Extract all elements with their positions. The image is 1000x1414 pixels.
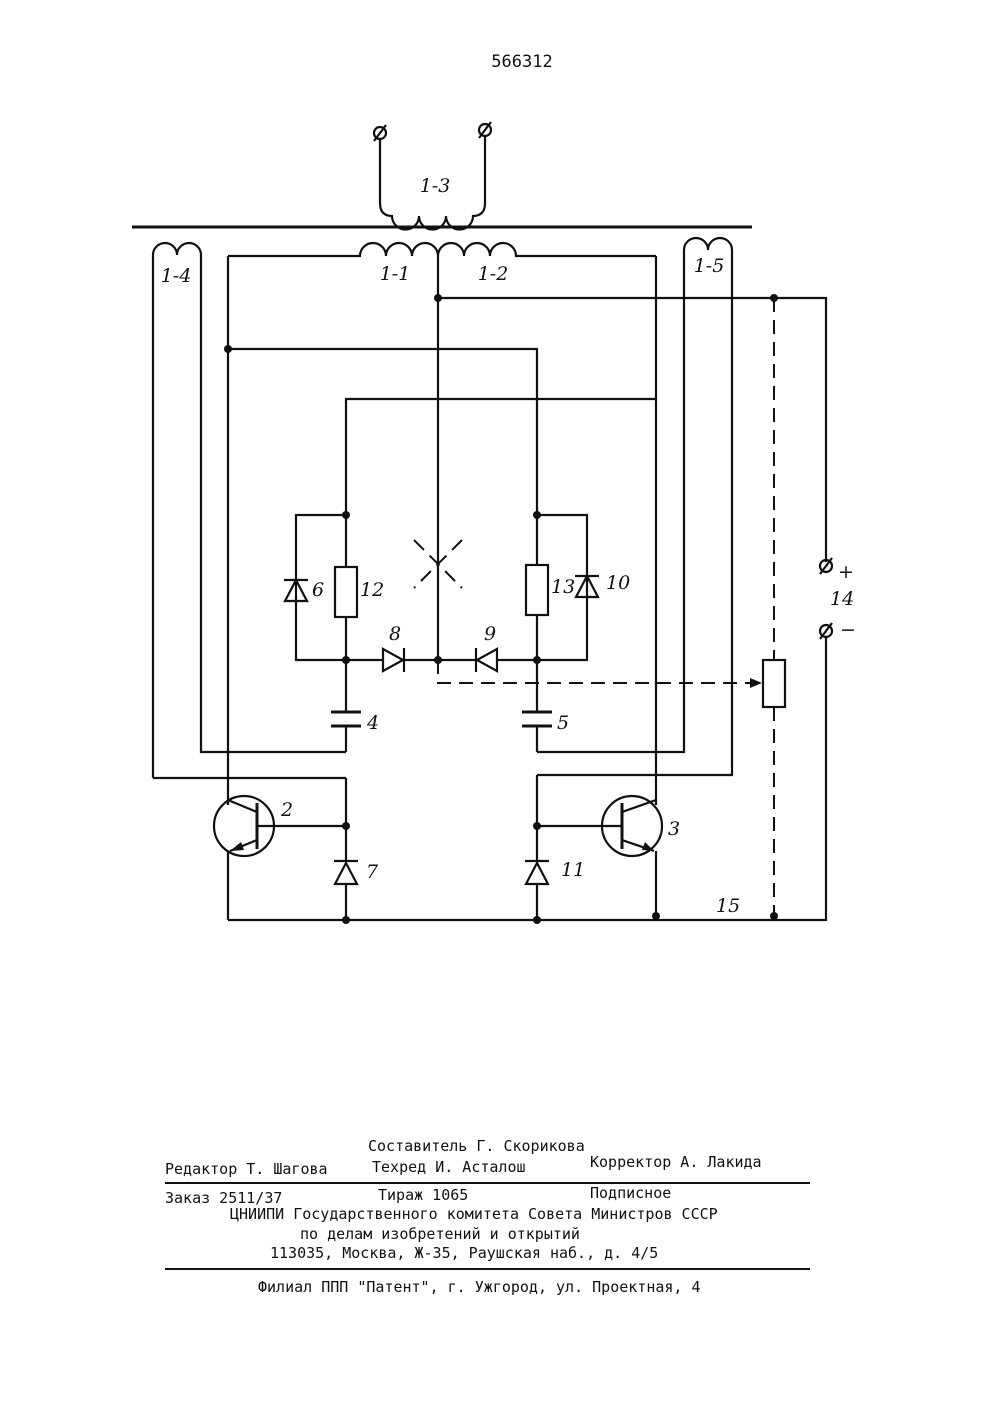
winding-1-3-terminal-left [374, 125, 386, 141]
footer-compiler: Составитель Г. Скорикова [368, 1137, 585, 1155]
label-resistor-12: 12 [360, 579, 384, 601]
footer-branch: Филиал ППП "Патент", г. Ужгород, ул. Про… [258, 1278, 701, 1296]
label-diode-10: 10 [606, 572, 630, 594]
label-winding-1-2: 1-2 [478, 263, 509, 285]
capacitor-4 [331, 712, 361, 726]
label-winding-1-4: 1-4 [161, 265, 192, 287]
label-plus: + [838, 561, 854, 583]
footer-org-line1: ЦНИИПИ Государственного комитета Совета … [230, 1205, 718, 1223]
diode-11 [525, 861, 549, 884]
footer-editor: Редактор Т. Шагова [165, 1160, 328, 1178]
label-diode-8: 8 [389, 623, 401, 645]
winding-1-4 [153, 243, 346, 778]
footer-rule-top [165, 1182, 810, 1184]
label-winding-1-3: 1-3 [420, 175, 451, 197]
label-winding-1-1: 1-1 [380, 263, 411, 285]
footer-address: 113035, Москва, Ж-35, Раушская наб., д. … [270, 1244, 658, 1262]
label-diode-7: 7 [366, 861, 379, 883]
diode-7 [334, 861, 358, 884]
winding-1-2 [438, 243, 656, 256]
label-minus: − [840, 619, 856, 641]
footer-corrector: Корректор А. Лакида [590, 1153, 762, 1171]
label-capacitor-4: 4 [366, 712, 379, 734]
label-winding-1-5: 1-5 [694, 255, 725, 277]
variable-resistor [763, 660, 785, 707]
diode-9 [476, 648, 497, 672]
terminal-minus [820, 623, 832, 639]
diode-8 [383, 648, 404, 672]
label-transistor-3: 3 [668, 818, 680, 840]
winding-1-5 [537, 238, 732, 775]
wire-to-plus [438, 298, 826, 562]
label-transistor-2: 2 [280, 799, 293, 821]
patent-number: 566312 [491, 52, 552, 72]
winding-1-3-terminal-right [479, 122, 491, 138]
winding-1-1 [228, 243, 438, 256]
footer-subscription: Подписное [590, 1184, 671, 1202]
label-diode-11: 11 [561, 859, 585, 881]
footer-techred: Техред И. Асталош [372, 1158, 526, 1176]
label-line-15: 15 [716, 895, 740, 917]
circuit-diagram: 566312 1-3 1-1 1-2 1-4 1-5 [0, 0, 1000, 1000]
resistor-12 [335, 567, 357, 617]
wire-cross-left-to-right [228, 349, 537, 515]
label-capacitor-5: 5 [557, 712, 569, 734]
arrow-head-control [750, 678, 762, 688]
capacitor-5 [522, 712, 552, 726]
label-terminals-14: 14 [830, 588, 854, 610]
footer-org-line2: по делам изобретений и открытий [300, 1225, 580, 1243]
label-resistor-13: 13 [551, 576, 575, 598]
resistor-13 [526, 565, 548, 615]
junction-dots [224, 294, 778, 924]
footer-circulation: Тираж 1065 [378, 1186, 468, 1204]
wire-base-2 [153, 778, 346, 920]
label-diode-6: 6 [312, 579, 324, 601]
footer-rule-bottom [165, 1268, 810, 1270]
wire-cross-right-to-left [346, 399, 656, 515]
label-diode-9: 9 [484, 623, 496, 645]
terminal-plus [820, 558, 832, 574]
